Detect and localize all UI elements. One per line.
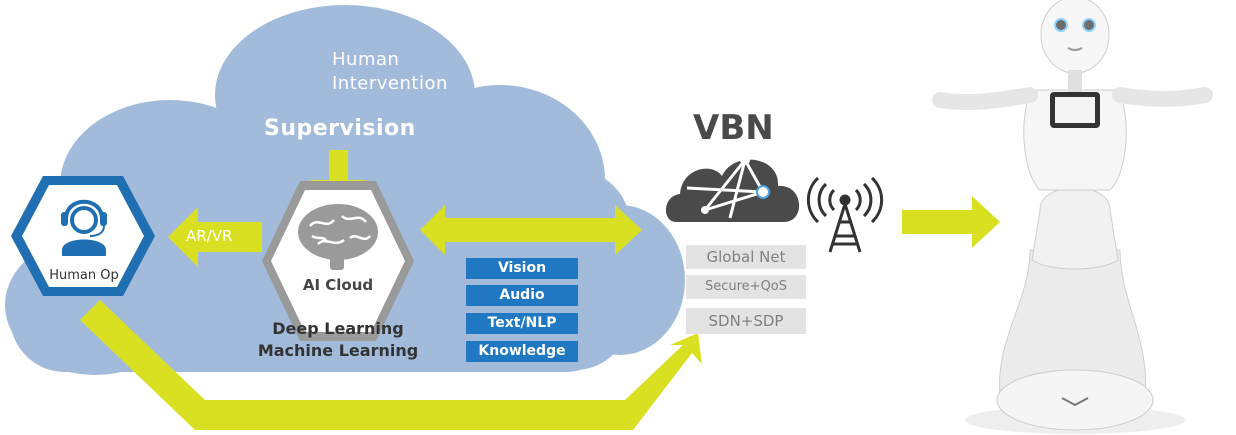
radio-tower-icon <box>806 176 884 253</box>
machine-learning-label: Machine Learning <box>257 341 419 360</box>
human-op-hexagon <box>11 176 155 296</box>
vbn-label: VBN <box>693 108 774 148</box>
ar-vr-arrow <box>168 207 262 267</box>
network-cloud-icon <box>665 155 800 222</box>
capability-audio: Audio <box>466 285 578 306</box>
headset-operator-icon <box>61 199 107 256</box>
operator-to-network-arrow <box>80 300 702 430</box>
ai-cloud-label: AI Cloud <box>302 276 374 294</box>
supervision-label: Supervision <box>264 116 416 141</box>
human-intervention-line-1: Human <box>332 49 400 70</box>
ar-vr-label: AR/VR <box>186 227 233 245</box>
brain-icon <box>298 204 378 270</box>
human-intervention-label: Human Intervention <box>332 48 448 96</box>
network-feature-global-net: Global Net <box>686 245 806 269</box>
network-to-robot-arrow <box>902 196 1000 248</box>
learning-label: Deep Learning Machine Learning <box>238 318 438 362</box>
deep-learning-label: Deep Learning <box>272 319 404 338</box>
network-feature-sdn-sdp: SDN+SDP <box>686 308 806 334</box>
capability-vision: Vision <box>466 258 578 279</box>
network-feature-secure-qos: Secure+QoS <box>686 275 806 299</box>
capability-text-nlp: Text/NLP <box>466 313 578 334</box>
human-op-label: Human Op <box>49 268 119 283</box>
cloud-network-double-arrow <box>420 205 642 255</box>
humanoid-robot-image <box>932 0 1213 434</box>
capability-knowledge: Knowledge <box>466 341 578 362</box>
human-intervention-line-2: Intervention <box>332 73 448 94</box>
